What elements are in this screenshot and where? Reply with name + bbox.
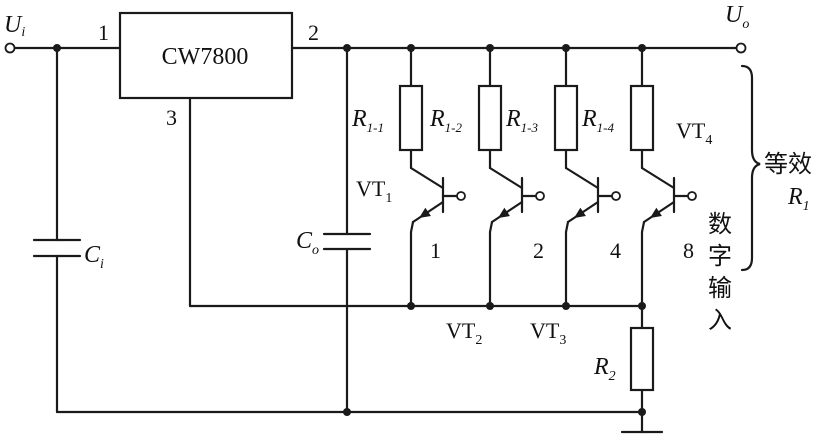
stage-1 — [398, 46, 466, 308]
regulator-label: CW7800 — [162, 44, 249, 70]
stage-4 — [629, 46, 697, 308]
emitter-arrow-2 — [498, 207, 510, 218]
bit-weight-4: 4 — [610, 238, 621, 263]
resistor-r1-4 — [629, 84, 655, 152]
regulator-box — [118, 11, 294, 100]
resistor-r1-1 — [398, 84, 424, 152]
digital-input-terminal-3[interactable] — [611, 191, 621, 201]
emitter-arrow-1 — [419, 207, 431, 218]
r1-2-label: R1-2 — [429, 106, 463, 135]
output-terminal — [735, 42, 747, 54]
digital-input-terminal-1[interactable] — [456, 191, 466, 201]
input-label: Ui — [4, 12, 25, 40]
bit-weight-8: 8 — [683, 238, 694, 263]
vt3-label: VT3 — [530, 318, 566, 348]
pin2-label: 2 — [308, 20, 319, 45]
resistor-r1-3 — [553, 84, 579, 152]
resistor-r1-2 — [477, 84, 503, 152]
emitter-arrow-4 — [650, 207, 662, 218]
bit-weight-2: 2 — [533, 238, 544, 263]
equivalent-text: 等效 — [764, 150, 812, 178]
r1-4-label: R1-4 — [581, 106, 615, 135]
stage-2 — [477, 46, 545, 308]
capacitor-ci — [32, 238, 82, 258]
pin1-label: 1 — [98, 20, 109, 45]
capacitor-co — [322, 232, 372, 251]
emitter-arrow-3 — [574, 207, 586, 218]
input-terminal — [4, 42, 16, 54]
digital-input-char-3: 输 — [708, 274, 732, 302]
r1-3-label: R1-3 — [505, 106, 539, 135]
r2-label: R2 — [593, 354, 616, 384]
vt4-label: VT4 — [676, 118, 712, 148]
stage-3 — [553, 46, 621, 308]
digital-input-terminal-2[interactable] — [535, 191, 545, 201]
equivalent-r1-label: R1 — [787, 184, 810, 214]
vt2-label: VT2 — [446, 318, 482, 348]
digital-input-char-1: 数 — [708, 210, 732, 238]
co-label: Co — [296, 228, 319, 258]
vt1-label: VT1 — [356, 176, 392, 206]
output-label: Uo — [725, 2, 749, 32]
resistor-transistor-stages — [398, 46, 697, 308]
pin3-label: 3 — [166, 105, 177, 130]
junctions — [53, 44, 646, 416]
bit-weight-1: 1 — [430, 238, 441, 263]
digital-input-terminal-4[interactable] — [687, 191, 697, 201]
r1-1-label: R1-1 — [351, 106, 384, 135]
digital-input-char-4: 入 — [708, 306, 732, 334]
ci-label: Ci — [84, 242, 104, 272]
resistor-r2 — [629, 326, 655, 392]
equivalent-brace — [740, 64, 761, 272]
wires — [12, 46, 738, 434]
digital-input-char-2: 字 — [708, 242, 732, 270]
